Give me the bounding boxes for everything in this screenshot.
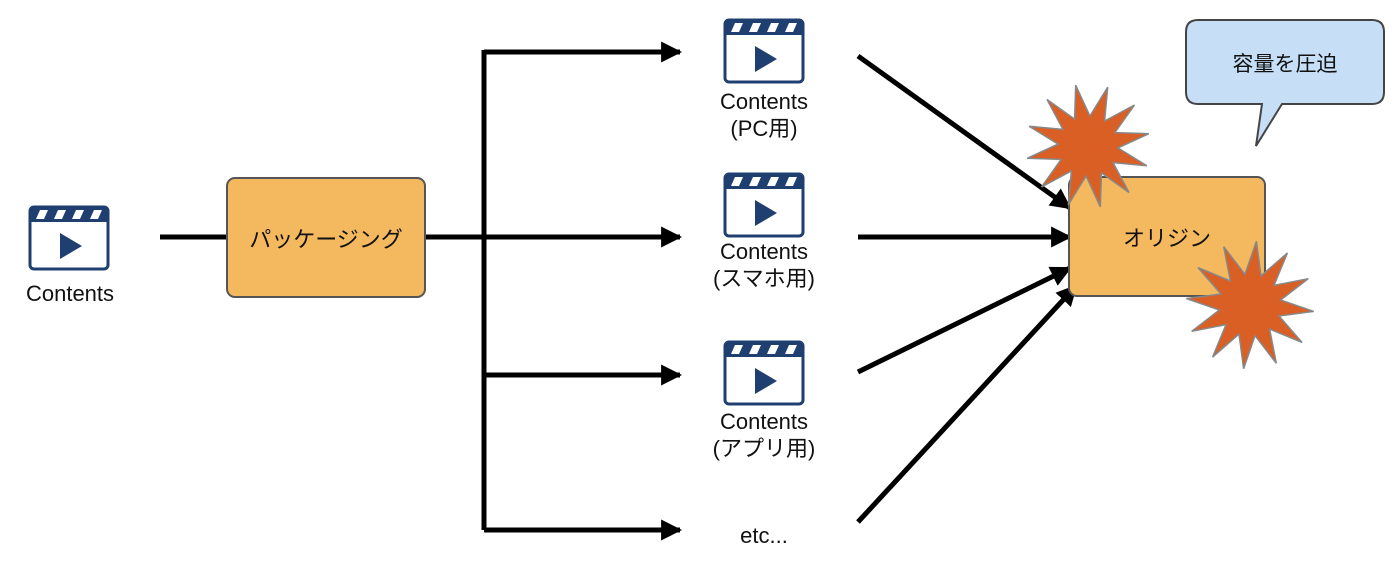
output-etc-title: etc... <box>740 523 788 548</box>
origin-box: オリジン <box>1068 176 1266 297</box>
etc-to-origin-arrow <box>856 284 1078 524</box>
output-smartphone-label: Contents (スマホ用) <box>680 238 848 292</box>
output-pc-label: Contents (PC用) <box>680 88 848 142</box>
output-pc-title: Contents <box>719 89 809 114</box>
source-contents-label: Contents <box>25 281 115 306</box>
output-app-label: Contents (アプリ用) <box>680 408 848 462</box>
smartphone-video-clapperboard-icon <box>723 172 805 238</box>
source-video-clapperboard-icon <box>28 205 110 271</box>
output-etc-label: etc... <box>680 522 848 549</box>
app-video-clapperboard-icon <box>723 340 805 406</box>
app-to-origin-arrow <box>856 265 1072 375</box>
callout-text: 容量を圧迫 <box>1232 52 1338 76</box>
callout-bubble <box>1185 19 1385 147</box>
pc-to-origin-arrow <box>856 53 1072 211</box>
output-app-subtitle: (アプリ用) <box>712 436 816 461</box>
output-smartphone-subtitle: (スマホ用) <box>713 266 815 291</box>
packaging-label: パッケージング <box>249 227 403 253</box>
output-app-title: Contents <box>719 409 809 434</box>
connectors <box>160 41 1078 541</box>
origin-label: オリジン <box>1122 226 1211 252</box>
pc-video-clapperboard-icon <box>723 18 805 84</box>
output-pc-subtitle: (PC用) <box>730 116 798 141</box>
output-smartphone-title: Contents <box>719 239 809 264</box>
packaging-box: パッケージング <box>226 177 426 298</box>
